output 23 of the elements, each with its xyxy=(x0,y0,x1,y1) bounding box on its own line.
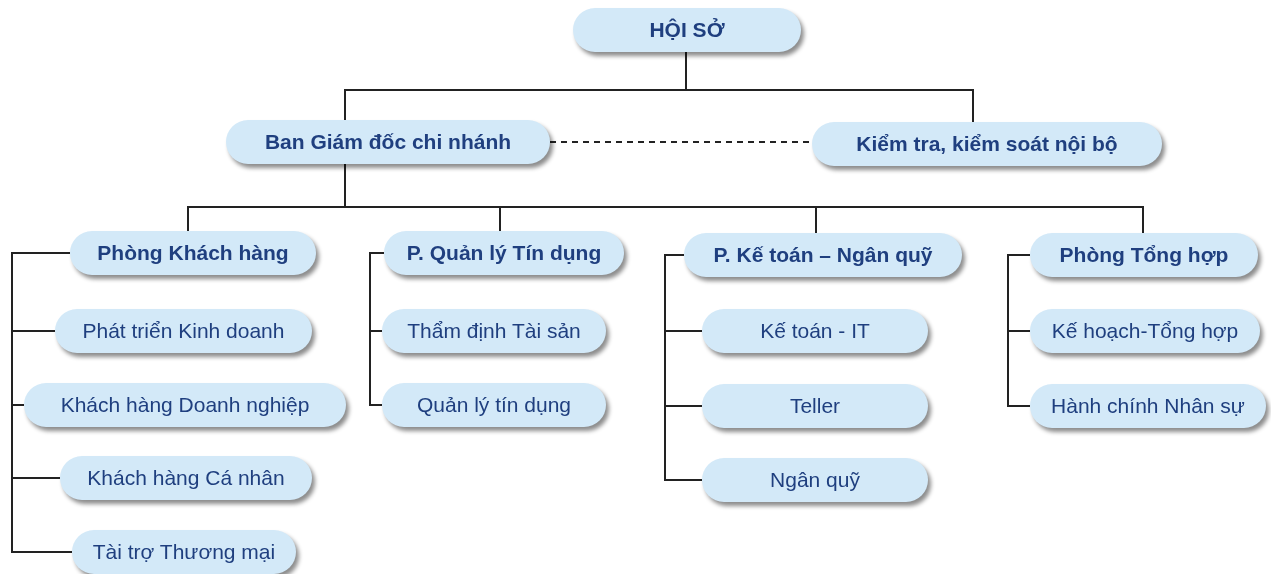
department-box: P. Quản lý Tín dụng xyxy=(384,231,624,275)
unit-box: Khách hàng Doanh nghiệp xyxy=(24,383,346,427)
department-box: Phòng Tổng hợp xyxy=(1030,233,1258,277)
unit-box: Hành chính Nhân sự xyxy=(1030,384,1266,428)
unit-box: Khách hàng Cá nhân xyxy=(60,456,312,500)
unit-box: Tài trợ Thương mại xyxy=(72,530,296,574)
department-box: P. Kế toán – Ngân quỹ xyxy=(684,233,962,277)
department-box: Kiểm tra, kiểm soát nội bộ xyxy=(812,122,1162,166)
unit-box: Quản lý tín dụng xyxy=(382,383,606,427)
unit-box: Teller xyxy=(702,384,928,428)
unit-box: Kế toán - IT xyxy=(702,309,928,353)
unit-box: Kế hoạch-Tổng hợp xyxy=(1030,309,1260,353)
unit-box: Ngân quỹ xyxy=(702,458,928,502)
connector-line xyxy=(685,51,974,123)
department-box: HỘI SỞ xyxy=(573,8,801,52)
unit-box: Phát triển Kinh doanh xyxy=(55,309,312,353)
department-box: Ban Giám đốc chi nhánh xyxy=(226,120,550,164)
department-box: Phòng Khách hàng xyxy=(70,231,316,275)
connector-line xyxy=(1007,254,1031,407)
unit-box: Thẩm định Tài sản xyxy=(382,309,606,353)
connector-line xyxy=(664,254,703,481)
connector-line xyxy=(369,252,385,406)
connector-line xyxy=(11,252,73,553)
